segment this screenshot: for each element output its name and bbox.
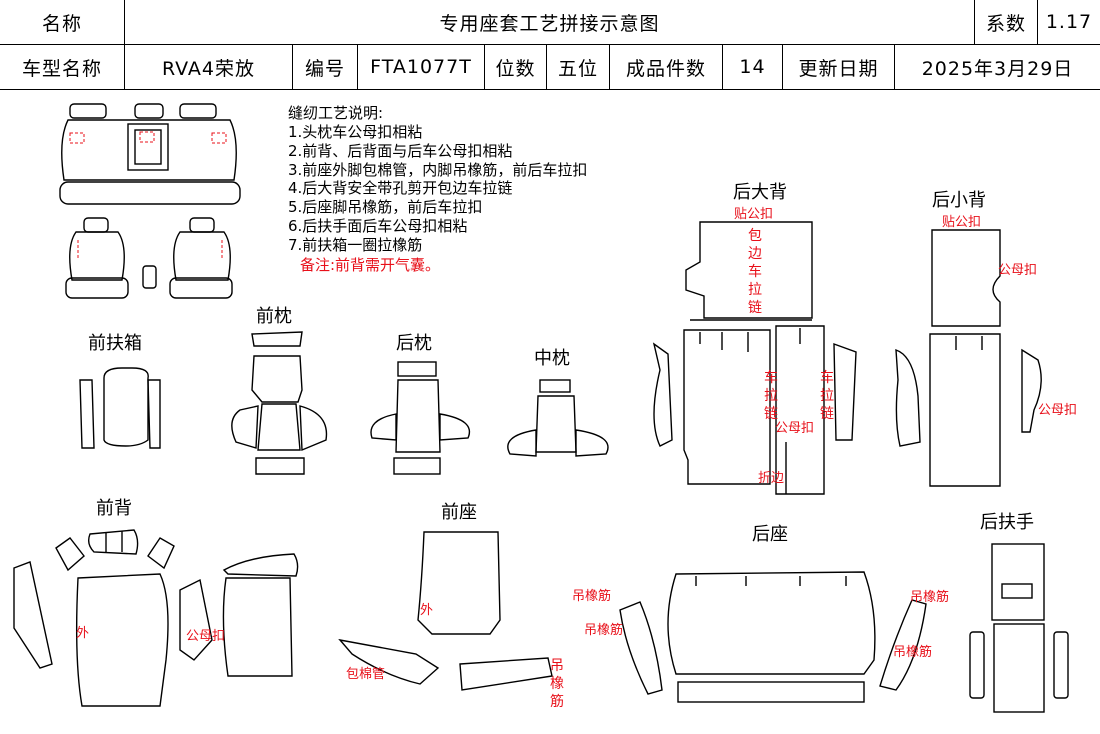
note-item: 1.头枕车公母扣相粘 <box>288 123 422 141</box>
coef-value: 1.17 <box>1038 0 1100 45</box>
note-item: 5.后座脚吊橡筋，前后车拉扣 <box>288 198 482 216</box>
annotation-velcro: 公母扣 <box>186 629 225 644</box>
annotation-hanging-elastic: 吊 橡 筋 <box>550 658 564 710</box>
annotation-hanging-elastic: 吊橡筋 <box>584 622 623 638</box>
pieces-label: 成品件数 <box>610 45 723 90</box>
rear-pillow-pieces <box>370 361 471 475</box>
label-mid-pillow: 中枕 <box>534 348 570 369</box>
front-pillow-pieces <box>231 331 328 475</box>
annotation-velcro-stick: 贴公扣 <box>942 215 981 230</box>
annotation-velcro: 公母扣 <box>998 263 1037 278</box>
front-seat-pieces <box>338 531 553 691</box>
svg-text:拉: 拉 <box>764 388 778 404</box>
date-label: 更新日期 <box>783 45 895 90</box>
label-rear-seat: 后座 <box>752 524 788 545</box>
sewing-notes: 缝纫工艺说明: 1.头枕车公母扣相粘 2.前背、后背面与后车公母扣相粘 3.前座… <box>288 104 587 274</box>
model-value: RVA4荣放 <box>125 45 293 90</box>
annotation-outer: 外 <box>76 626 89 641</box>
svg-text:链: 链 <box>820 406 834 422</box>
annotation-hanging-elastic: 吊橡筋 <box>910 589 949 605</box>
label-rear-pillow: 后枕 <box>396 333 432 354</box>
annotation-velcro: 公母扣 <box>1038 403 1077 418</box>
annotation-foam-tube: 包棉管 <box>346 667 385 682</box>
rear-armrest-pieces <box>969 543 1069 713</box>
chart-title: 专用座套工艺拼接示意图 <box>125 0 975 45</box>
label-front-armbox: 前扶箱 <box>88 333 142 354</box>
svg-text:车: 车 <box>820 369 834 386</box>
label-rear-big-back: 后大背 <box>733 182 787 203</box>
annotation-hanging-elastic: 吊橡筋 <box>572 588 611 604</box>
annotation-outer: 外 <box>420 603 433 618</box>
note-item: 6.后扶手面后车公母扣相粘 <box>288 217 467 235</box>
svg-text:链: 链 <box>748 300 762 316</box>
annotation-zipper-left: 车 拉 链 <box>764 369 778 422</box>
name-label: 名称 <box>0 0 125 45</box>
annotation-hanging-elastic: 吊橡筋 <box>893 644 932 660</box>
pattern-diagram: 缝纫工艺说明: 1.头枕车公母扣相粘 2.前背、后背面与后车公母扣相粘 3.前座… <box>13 103 1077 713</box>
svg-text:橡: 橡 <box>550 676 564 692</box>
note-item: 2.前背、后背面与后车公母扣相粘 <box>288 142 512 160</box>
annotation-velcro: 公母扣 <box>775 421 814 436</box>
note-item: 3.前座外脚包棉管，内脚吊橡筋，前后车拉扣 <box>288 161 587 179</box>
annotation-zipper-right: 车 拉 链 <box>820 369 834 422</box>
svg-text:包: 包 <box>748 228 762 244</box>
pieces-value: 14 <box>723 45 783 90</box>
notes-remark: 备注:前背需开气囊。 <box>300 256 440 274</box>
code-value: FTA1077T <box>358 45 485 90</box>
label-rear-armrest: 后扶手 <box>980 512 1034 533</box>
rear-small-back-pieces <box>895 229 1042 487</box>
svg-text:拉: 拉 <box>820 388 834 404</box>
svg-text:车: 车 <box>748 263 762 280</box>
label-front-back: 前背 <box>96 498 132 519</box>
front-armbox-pieces <box>79 367 161 449</box>
code-label: 编号 <box>293 45 358 90</box>
model-label: 车型名称 <box>0 45 125 90</box>
coef-label: 系数 <box>975 0 1038 45</box>
rear-big-back-pieces <box>652 221 857 495</box>
label-front-seat: 前座 <box>441 502 477 523</box>
note-item: 4.后大背安全带孔剪开包边车拉链 <box>288 179 512 197</box>
seats-label: 位数 <box>485 45 547 90</box>
annotation-binding-zipper: 包 边 车 拉 链 <box>748 228 762 316</box>
front-back-pieces <box>13 529 299 707</box>
annotation-binding: 折边 <box>758 471 784 486</box>
label-rear-small-back: 后小背 <box>932 190 986 211</box>
annotation-velcro-stick: 贴公扣 <box>734 207 773 222</box>
svg-text:吊: 吊 <box>550 658 564 674</box>
seat-overview-illustration <box>59 103 241 299</box>
svg-text:车: 车 <box>764 369 778 386</box>
header-table: 名称 专用座套工艺拼接示意图 系数 1.17 车型名称 RVA4荣放 编号 FT… <box>0 0 1100 90</box>
svg-text:链: 链 <box>764 406 778 422</box>
notes-heading: 缝纫工艺说明: <box>288 104 383 122</box>
label-front-pillow: 前枕 <box>256 306 292 327</box>
seats-value: 五位 <box>547 45 610 90</box>
svg-text:拉: 拉 <box>748 282 762 298</box>
date-value: 2025年3月29日 <box>895 45 1100 90</box>
note-item: 7.前扶箱一圈拉橡筋 <box>288 236 422 254</box>
rear-seat-pieces <box>619 571 927 703</box>
svg-text:筋: 筋 <box>550 693 564 710</box>
svg-text:边: 边 <box>748 246 762 262</box>
mid-pillow-pieces <box>507 379 609 457</box>
